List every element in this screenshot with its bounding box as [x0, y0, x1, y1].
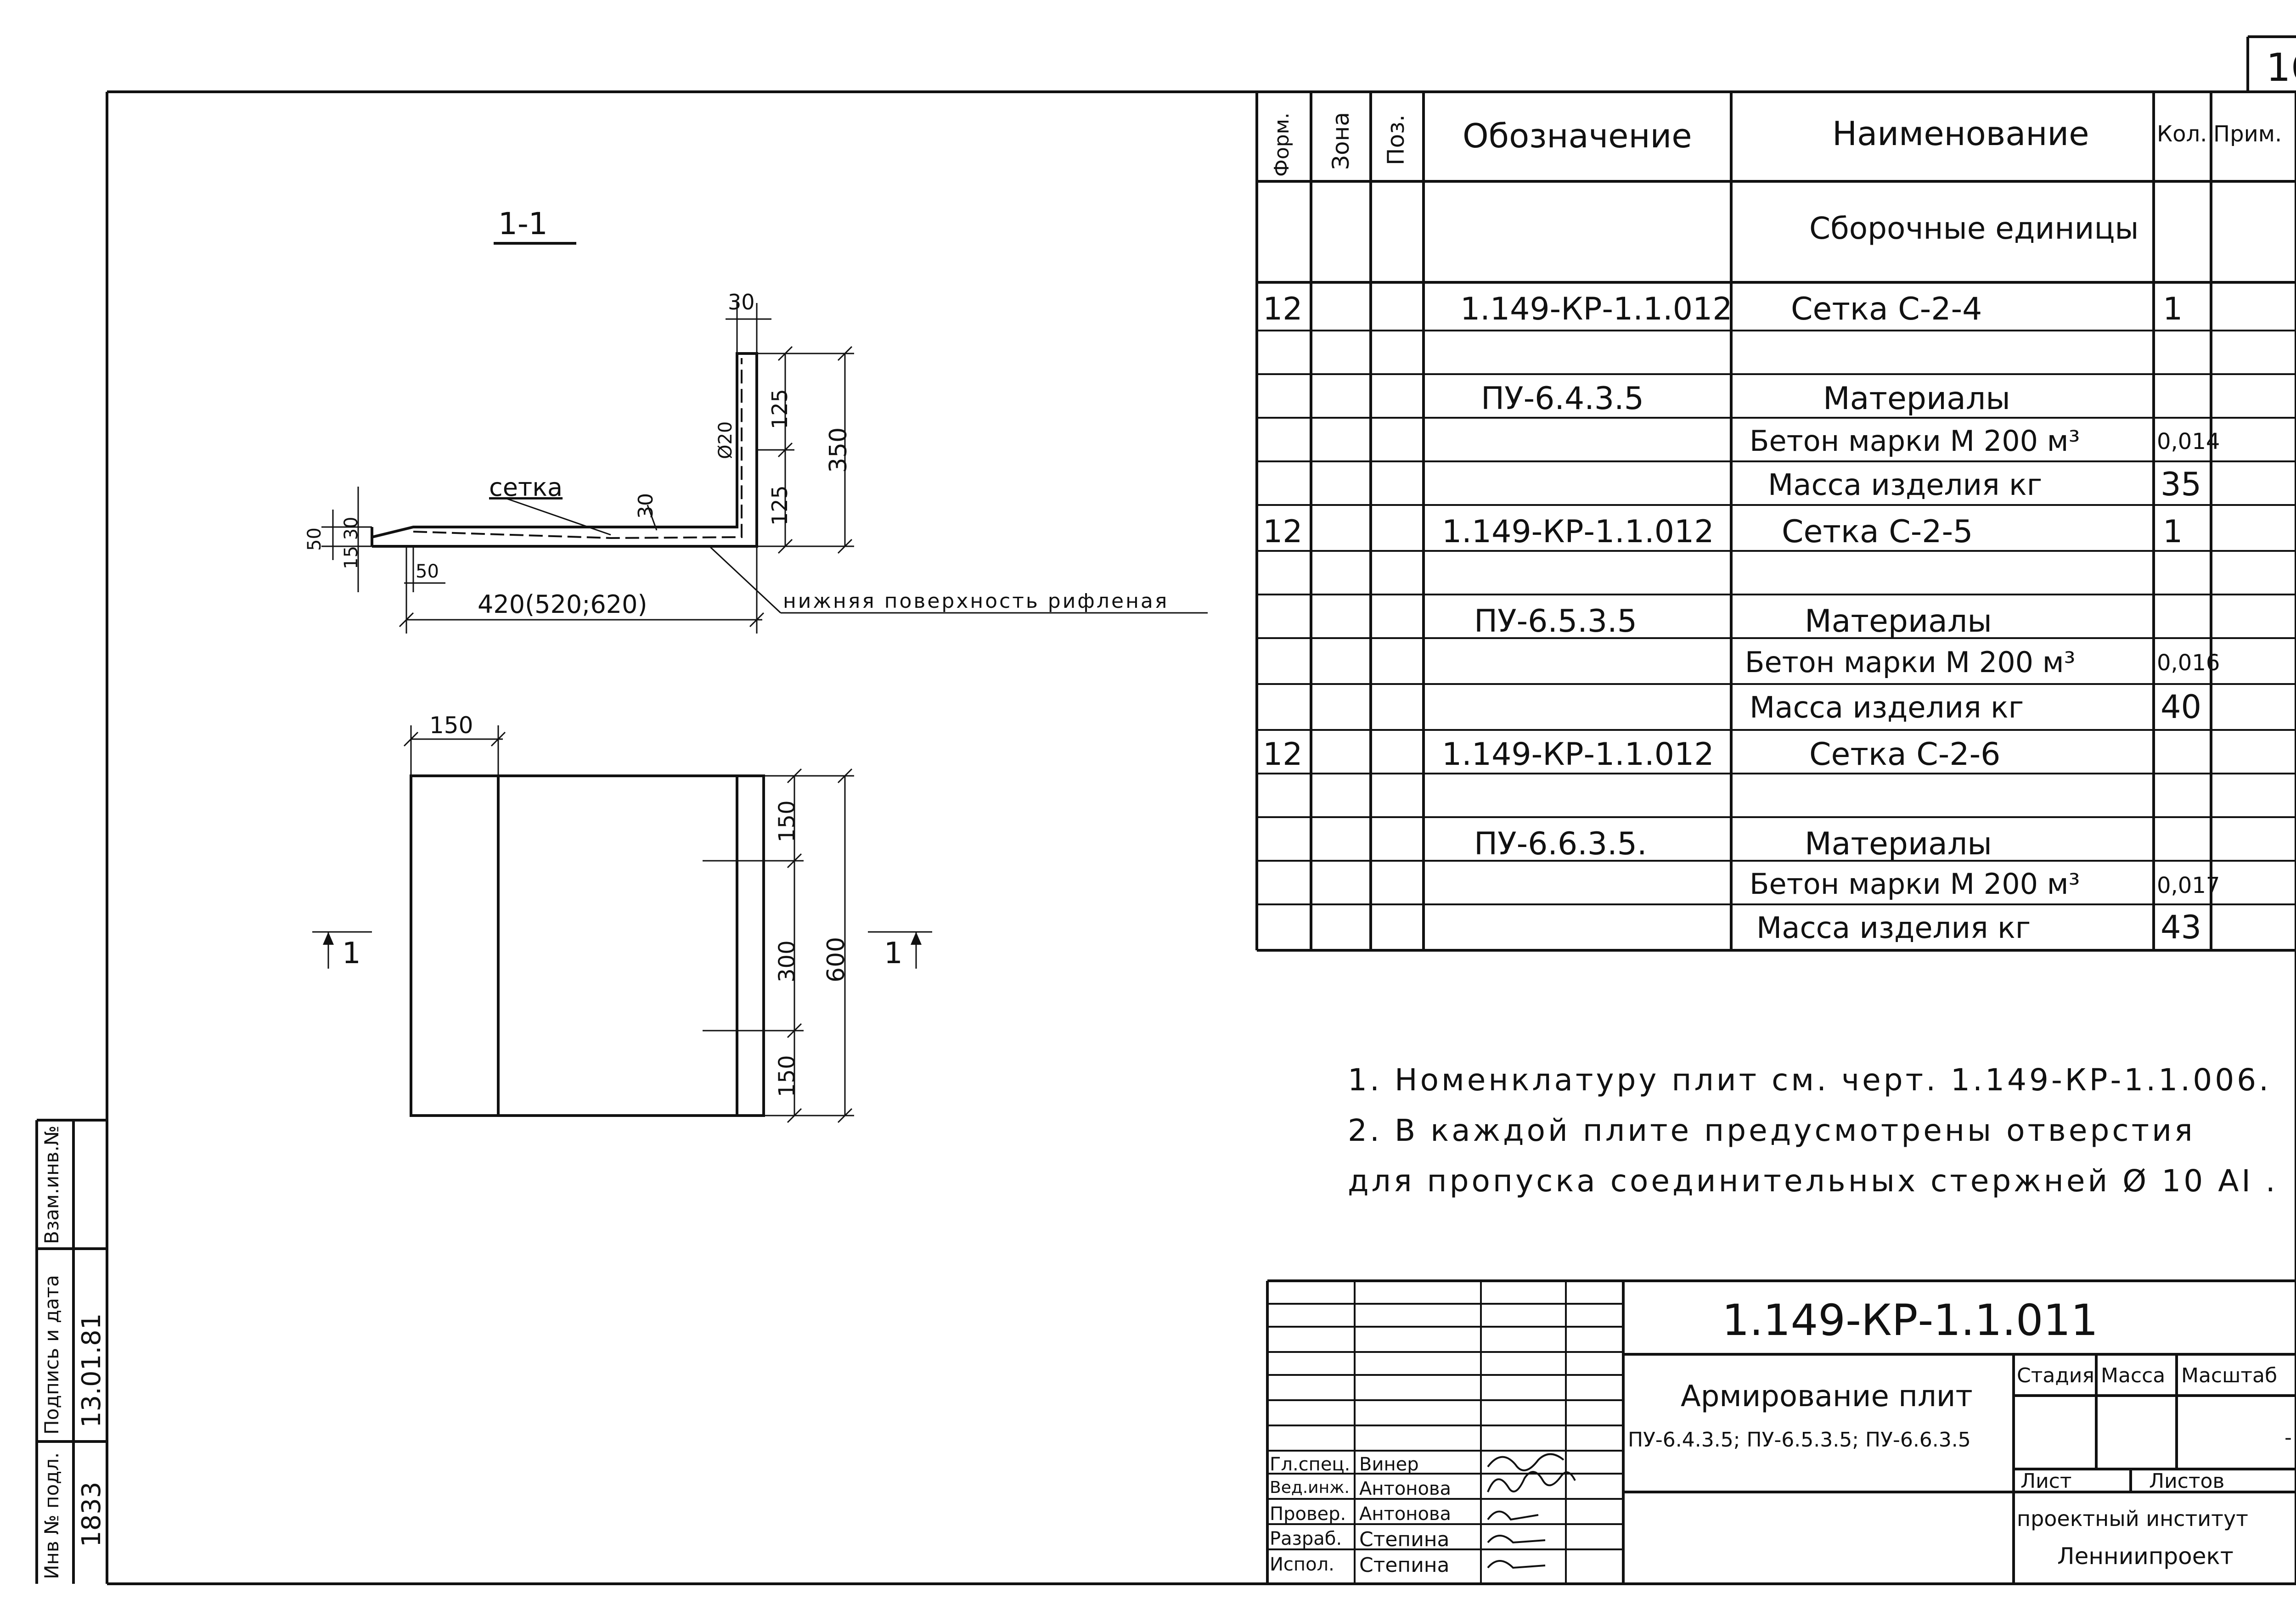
header-designation: Обозначение: [1463, 117, 1692, 155]
spec-qty-4: 0,014: [2157, 429, 2220, 454]
spec-format-6: 12: [1263, 514, 1303, 550]
person-role-2: Провер.: [1270, 1503, 1346, 1525]
spec-qty-5: 35: [2161, 466, 2202, 503]
dim-420: 420(520;620): [478, 590, 647, 619]
spec-name-3: Материалы: [1823, 381, 2010, 417]
note-3: для пропуска соединительных стержней Ø 1…: [1348, 1163, 2278, 1199]
spec-name-14: Бетон марки М 200 м³: [1750, 867, 2080, 901]
spec-designation-3: ПУ-6.4.3.5: [1481, 381, 1644, 417]
person-role-1: Вед.инж.: [1270, 1478, 1350, 1497]
header-qty: Кол.: [2157, 121, 2207, 147]
mass-label: Масса: [2101, 1364, 2166, 1387]
dim-50-bottom: 50: [416, 561, 439, 582]
spec-name-9: Бетон марки М 200 м³: [1745, 645, 2076, 679]
scale-value: -: [2285, 1426, 2292, 1449]
spec-name-10: Масса изделия кг: [1750, 691, 2024, 725]
inv-label: Инв № подл.: [40, 1452, 63, 1579]
sheets-label: Листов: [2149, 1470, 2225, 1493]
spec-name-13: Материалы: [1805, 826, 1992, 862]
sign-value: 13.01.81: [77, 1313, 107, 1428]
stage-label: Стадия: [2017, 1364, 2094, 1387]
org-line-1: проектный институт: [2017, 1506, 2248, 1531]
drawing-subtitle: ПУ-6.4.3.5; ПУ-6.5.3.5; ПУ-6.6.3.5: [1628, 1428, 1971, 1452]
drawing-code: 1.149-КР-1.1.011: [1722, 1296, 2099, 1346]
spec-name-1: Сетка С-2-4: [1791, 291, 1982, 327]
spec-format-1: 12: [1263, 291, 1303, 327]
spec-name-8: Материалы: [1805, 603, 1992, 639]
spec-name-4: Бетон марки М 200 м³: [1750, 424, 2080, 458]
spec-name-6: Сетка С-2-5: [1782, 514, 1973, 550]
spec-qty-14: 0,017: [2157, 873, 2220, 898]
spec-qty-10: 40: [2161, 688, 2202, 726]
dim-150-top: 150: [429, 712, 473, 739]
note-2: 2. В каждой плите предусмотрены отверсти…: [1348, 1113, 2195, 1148]
spec-designation-8: ПУ-6.5.3.5: [1474, 603, 1638, 639]
person-role-3: Разраб.: [1270, 1528, 1342, 1549]
person-name-3: Степина: [1359, 1528, 1450, 1551]
spec-qty-9: 0,016: [2157, 650, 2220, 676]
inv-value: 1833: [77, 1481, 107, 1547]
sheet-label: Лист: [2020, 1470, 2072, 1493]
person-name-0: Винер: [1359, 1454, 1419, 1475]
spec-designation-11: 1.149-КР-1.1.012: [1442, 736, 1714, 773]
spec-name-5: Масса изделия кг: [1768, 468, 2043, 502]
person-role-0: Гл.спец.: [1270, 1454, 1351, 1475]
header-name: Наименование: [1832, 114, 2089, 153]
person-name-1: Антонова: [1359, 1478, 1451, 1499]
replace-label: Взам.инв.№: [40, 1125, 63, 1244]
cut-mark-left: 1: [342, 937, 361, 970]
sign-label: Подпись и дата: [40, 1275, 63, 1435]
spec-format-11: 12: [1263, 736, 1303, 773]
spec-qty-6: 1: [2163, 514, 2183, 550]
spec-name-0: Сборочные единицы: [1809, 211, 2139, 246]
spec-designation-6: 1.149-КР-1.1.012: [1442, 514, 1714, 550]
spec-name-15: Масса изделия кг: [1756, 911, 2031, 945]
mesh-label: сетка: [489, 473, 563, 502]
spec-name-11: Сетка С-2-6: [1809, 736, 2001, 773]
header-note: Прим.: [2213, 121, 2282, 147]
spec-designation-13: ПУ-6.6.3.5.: [1474, 826, 1647, 862]
drawing-title: Армирование плит: [1681, 1380, 1973, 1413]
person-role-4: Испол.: [1270, 1554, 1334, 1575]
bottom-surface-label: нижняя поверхность рифленая: [783, 589, 1169, 613]
sheet-number: 16: [2266, 45, 2296, 90]
note-1: 1. Номенклатуру плит см. черт. 1.149-КР-…: [1348, 1062, 2272, 1098]
org-line-2: Ленниипроект: [2057, 1543, 2234, 1570]
dim-30-top: 30: [728, 290, 755, 314]
spec-qty-1: 1: [2163, 291, 2183, 327]
spec-qty-15: 43: [2161, 909, 2202, 946]
cut-mark-right: 1: [884, 937, 903, 970]
section-label: 1-1: [498, 206, 548, 241]
spec-designation-1: 1.149-КР-1.1.012: [1460, 291, 1733, 327]
person-name-4: Степина: [1359, 1554, 1450, 1577]
person-name-2: Антонова: [1359, 1503, 1451, 1525]
scale-label: Масштаб: [2181, 1364, 2278, 1387]
